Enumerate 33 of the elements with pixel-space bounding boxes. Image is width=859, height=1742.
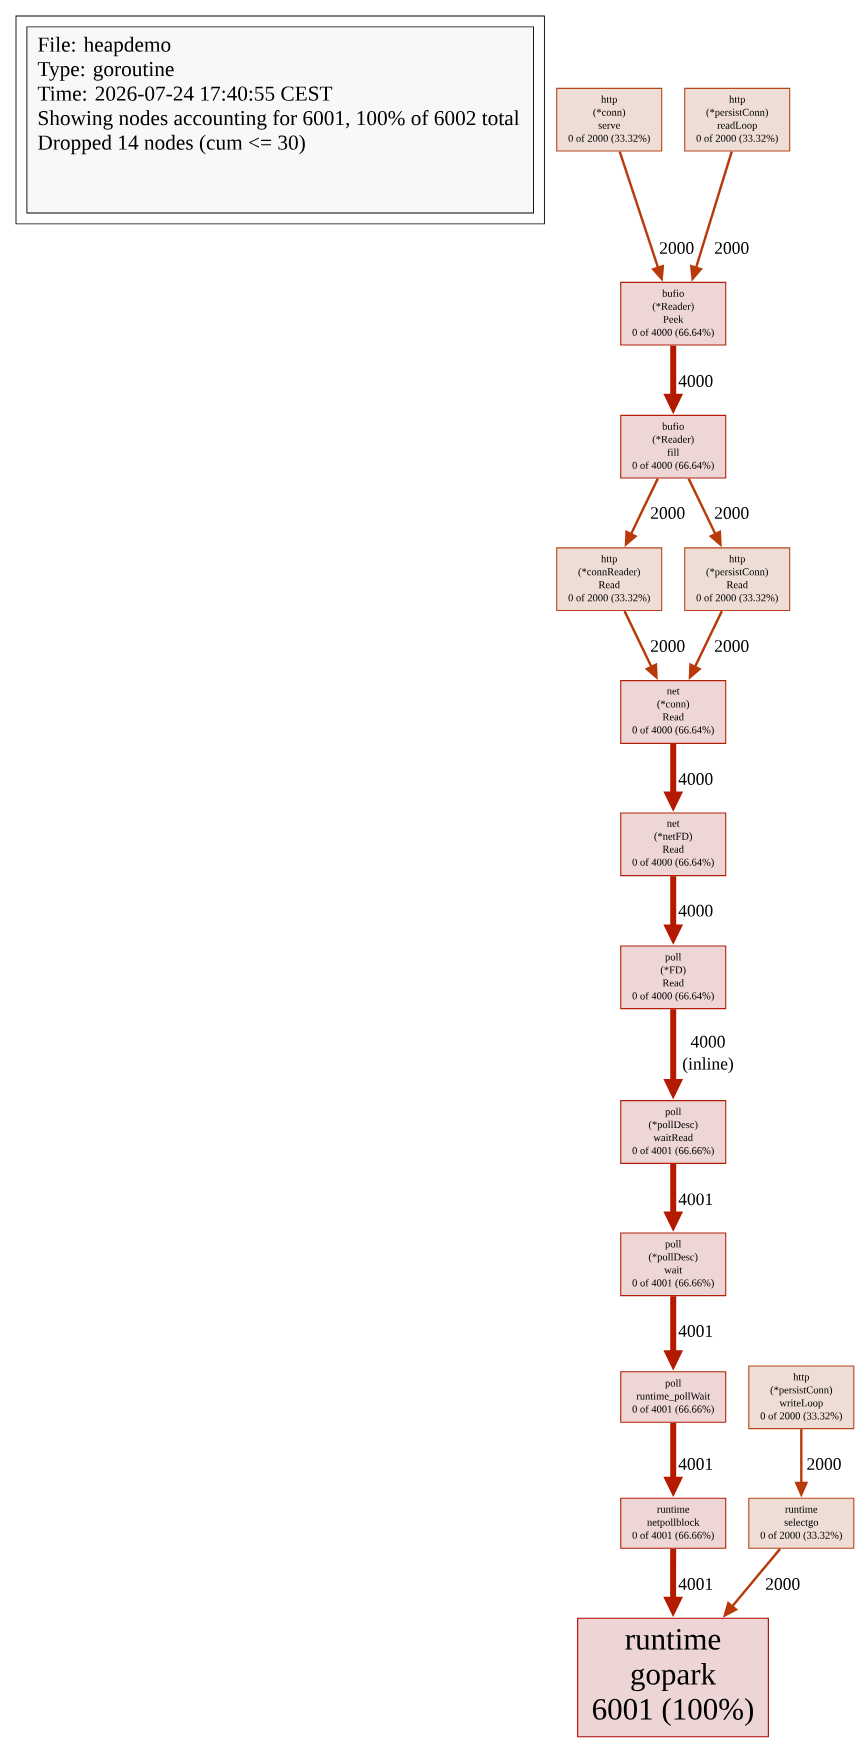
- edge-label: 2000: [764, 1577, 802, 1591]
- edge-label: 4000 (inline): [680, 1034, 736, 1075]
- function-box: net (*netFD) Read 0 of 4000 (66.64%): [620, 812, 727, 877]
- edge-label: 4000: [677, 772, 715, 786]
- function-box: http (*persistConn) readLoop 0 of 2000 (33.32%): [684, 87, 791, 152]
- info-box: File: heapdemo Type: goroutine Time: 2026-07-24 17:40:55 CEST Showing nodes accounting for 6001, 100% of 6002 total Dropped 14 nodes (cum <= 30): [15, 15, 545, 225]
- function-box: poll (*FD) Read 0 of 4000 (66.64%): [620, 945, 727, 1010]
- edge-label: 4001: [677, 1577, 715, 1591]
- function-box: poll runtime_pollWait 0 of 4001 (66.66%): [620, 1371, 727, 1423]
- edge-label: 4000: [677, 903, 715, 918]
- function-box: runtime gopark 6001 (100%): [577, 1617, 769, 1738]
- edge-label: 4001: [677, 1192, 715, 1207]
- function-box: http (*connReader) Read 0 of 2000 (33.32%): [556, 547, 663, 612]
- function-box: runtime selectgo 0 of 2000 (33.32%): [748, 1497, 855, 1549]
- edge-label: 2000: [713, 241, 751, 255]
- edge-label: 2000: [649, 639, 687, 653]
- function-box: http (*persistConn) Read 0 of 2000 (33.32%): [684, 547, 791, 612]
- edge-label: 2000: [713, 506, 751, 520]
- edge-label: 2000: [713, 639, 751, 653]
- function-box: net (*conn) Read 0 of 4000 (66.64%): [620, 680, 727, 744]
- function-box: bufio (*Reader) fill 0 of 4000 (66.64%): [620, 414, 727, 479]
- edge-label: 4000: [677, 374, 715, 388]
- edge-label: 4001: [677, 1324, 715, 1338]
- function-box: http (*conn) serve 0 of 2000 (33.32%): [556, 87, 663, 152]
- edge-label: 2000: [658, 241, 696, 255]
- edge-label: 4001: [677, 1457, 715, 1471]
- edge-label: 2000: [649, 506, 687, 520]
- function-box: poll (*pollDesc) wait 0 of 4001 (66.66%): [620, 1232, 727, 1297]
- function-box: bufio (*Reader) Peek 0 of 4000 (66.64%): [620, 281, 727, 346]
- edge-label: 2000: [805, 1457, 843, 1471]
- function-box: runtime netpollblock 0 of 4001 (66.66%): [620, 1497, 727, 1549]
- function-box: http (*persistConn) writeLoop 0 of 2000 (33.32%): [748, 1365, 855, 1430]
- function-box: poll (*pollDesc) waitRead 0 of 4001 (66.66%): [620, 1100, 727, 1164]
